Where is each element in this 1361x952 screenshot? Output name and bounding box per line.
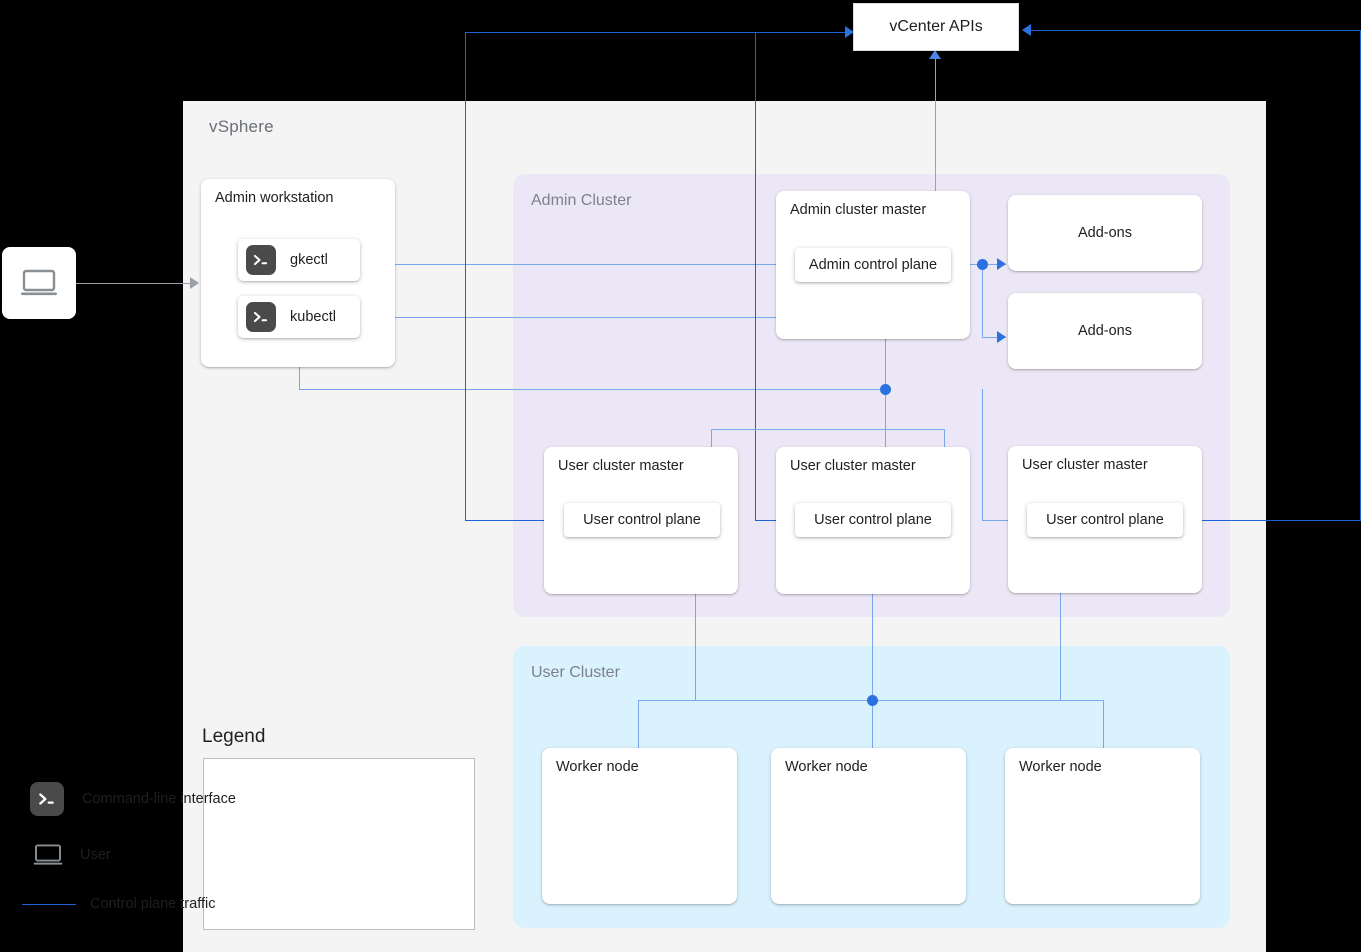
admin-cluster-master-title: Admin cluster master — [790, 202, 927, 218]
user-control-plane-card-3[interactable]: User control plane — [1027, 503, 1183, 537]
admin-control-plane-card[interactable]: Admin control plane — [795, 248, 951, 282]
edge-right-bus-to-vcenter — [1030, 30, 1361, 31]
addon-card-1[interactable]: Add-ons — [1008, 195, 1202, 271]
edge-ucp3-to-worker-bus — [1060, 538, 1061, 700]
legend-label-user: User — [80, 847, 111, 863]
worker-node-card-2[interactable]: Worker node — [771, 748, 966, 904]
edge-addon-bus-vertical — [982, 264, 983, 337]
user-cluster-label: User Cluster — [531, 664, 620, 681]
terminal-icon — [246, 245, 276, 275]
junction-dot-workers — [867, 695, 878, 706]
edge-right-bus-vcenter-arrowhead — [1022, 24, 1031, 36]
edge-left-bus-vcenter-arrowhead — [845, 26, 854, 38]
user-cluster-master-title: User cluster master — [790, 458, 916, 474]
kubectl-label: kubectl — [290, 309, 336, 325]
edge-left-bus-to-vcenter — [465, 32, 854, 33]
edge-third-branch-right — [982, 520, 1018, 521]
edge-left-bus-to-user-control-plane-1 — [465, 520, 565, 521]
user-cluster-master-title: User cluster master — [558, 458, 684, 474]
edge-second-bus-vertical — [755, 32, 756, 521]
legend-label-cli: Command-line interface — [82, 791, 236, 807]
edge-second-bus-to-user-control-plane-2 — [755, 520, 796, 521]
user-cluster-master-title: User cluster master — [1022, 457, 1148, 473]
edge-user-to-workstation — [76, 283, 194, 284]
gkectl-chip[interactable]: gkectl — [238, 239, 360, 281]
legend-item-traffic: Control plane traffic — [18, 896, 215, 912]
edge-addon-2-arrowhead — [997, 331, 1006, 343]
edge-kubectl-horizontal — [360, 317, 874, 318]
terminal-icon — [246, 302, 276, 332]
edge-ucp2-to-worker-bus — [872, 538, 873, 766]
edge-left-bus-vertical — [465, 32, 466, 521]
edge-workstation-bus-right — [299, 389, 886, 390]
addon-card-2[interactable]: Add-ons — [1008, 293, 1202, 369]
line-swatch-icon — [22, 903, 76, 905]
admin-workstation-title: Admin workstation — [215, 190, 334, 206]
worker-node-card-1[interactable]: Worker node — [542, 748, 737, 904]
vcenter-apis-box[interactable]: vCenter APIs — [853, 3, 1019, 51]
user-laptop-node[interactable] — [2, 247, 76, 319]
laptop-icon — [21, 269, 57, 296]
edge-worker-bus-right-down — [1103, 700, 1104, 766]
gkectl-label: gkectl — [290, 252, 328, 268]
legend-item-cli: Command-line interface — [18, 782, 236, 816]
edge-ucp1-to-worker-bus — [695, 538, 696, 700]
edge-fanout-right — [885, 429, 945, 430]
junction-dot-user-masters — [880, 384, 891, 395]
edge-third-branch-down — [982, 389, 983, 521]
worker-node-title: Worker node — [556, 759, 639, 775]
edge-admin-control-plane-to-vcenter — [935, 58, 936, 248]
edge-admin-control-plane-to-addon-2 — [982, 337, 1006, 338]
user-control-plane-card-2[interactable]: User control plane — [795, 503, 951, 537]
vsphere-label: vSphere — [209, 117, 274, 136]
worker-node-card-3[interactable]: Worker node — [1005, 748, 1200, 904]
legend-label-traffic: Control plane traffic — [90, 896, 216, 912]
kubectl-chip[interactable]: kubectl — [238, 296, 360, 338]
worker-node-title: Worker node — [785, 759, 868, 775]
user-control-plane-card-1[interactable]: User control plane — [564, 503, 720, 537]
admin-cluster-label: Admin Cluster — [531, 192, 632, 209]
edge-user-to-workstation-arrowhead — [190, 277, 199, 289]
legend-item-user: User — [18, 843, 111, 867]
edge-gkectl-to-admin-control-plane — [360, 264, 792, 265]
edge-admin-control-plane-to-vcenter-arrowhead — [929, 50, 941, 59]
edge-right-bus-horizontal — [1185, 520, 1361, 521]
edge-addon-1-arrowhead — [997, 258, 1006, 270]
terminal-icon — [30, 782, 64, 816]
edge-fanout-left — [711, 429, 885, 430]
worker-node-title: Worker node — [1019, 759, 1102, 775]
legend-box — [203, 758, 475, 930]
laptop-icon — [32, 843, 64, 867]
edge-worker-bus-left-down — [638, 700, 639, 766]
junction-dot-addons — [977, 259, 988, 270]
legend-title: Legend — [202, 726, 266, 747]
